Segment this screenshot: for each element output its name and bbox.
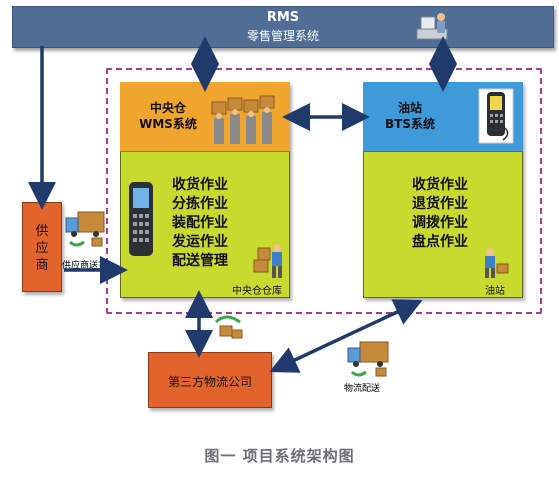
bts-task-item: 收货作业	[412, 177, 468, 193]
logistics-delivery-label: 物流配送	[344, 384, 381, 394]
delivery-truck-icon	[214, 315, 243, 339]
bts-header-line-1: 油站	[397, 101, 422, 115]
supplier-label-char: 供	[35, 224, 49, 239]
rms-subtitle: 零售管理系统	[246, 29, 319, 43]
bts-task-item: 盘点作业	[412, 234, 468, 250]
wms-task-item: 配送管理	[172, 253, 228, 269]
supplier-label-char: 应	[35, 241, 49, 256]
logistics-company-label: 第三方物流公司	[167, 375, 252, 389]
wms-task-list: 收货作业 分拣作业 装配作业 发运作业 配送管理	[172, 176, 228, 271]
wms-header-text: 中央仓 WMS系统	[128, 100, 208, 132]
wms-task-item: 发运作业	[172, 234, 228, 250]
rms-system-bar: RMS 零售管理系统	[12, 6, 554, 48]
station-worker-icon	[485, 248, 509, 278]
bts-footer-label: 油站	[485, 286, 505, 297]
wms-header-line-1: 中央仓	[149, 101, 186, 115]
logistics-bts-arrow	[269, 299, 423, 373]
rms-title: RMS	[266, 10, 300, 25]
wms-task-item: 收货作业	[172, 177, 228, 193]
bts-header-text: 油站 BTS系统	[370, 100, 450, 132]
bts-task-item: 调拨作业	[412, 215, 468, 231]
figure-caption: 图一 项目系统架构图	[204, 447, 355, 465]
bts-task-list: 收货作业 退货作业 调拨作业 盘点作业	[412, 176, 468, 252]
wms-footer-label: 中央仓仓库	[232, 286, 282, 297]
wms-header	[120, 82, 290, 152]
supplier-box: 供 应 商	[22, 202, 62, 292]
handheld-terminal-icon	[478, 88, 514, 144]
wms-header-line-2: WMS系统	[139, 117, 197, 131]
bts-task-item: 退货作业	[412, 196, 468, 212]
supplier-label-char: 商	[35, 258, 49, 273]
handheld-scanner-icon	[129, 182, 153, 256]
delivery-truck-icon	[65, 211, 105, 247]
supplier-delivery-label: 供应商送货	[62, 261, 108, 271]
warehouse-workers-icon	[211, 95, 275, 144]
wms-task-item: 装配作业	[172, 215, 228, 231]
wms-task-item: 分拣作业	[172, 196, 228, 212]
supplier-label: 供 应 商	[23, 223, 61, 274]
warehouse-worker-icon	[253, 244, 282, 278]
bts-header-line-2: BTS系统	[385, 117, 435, 131]
user-at-computer-icon	[416, 13, 448, 40]
